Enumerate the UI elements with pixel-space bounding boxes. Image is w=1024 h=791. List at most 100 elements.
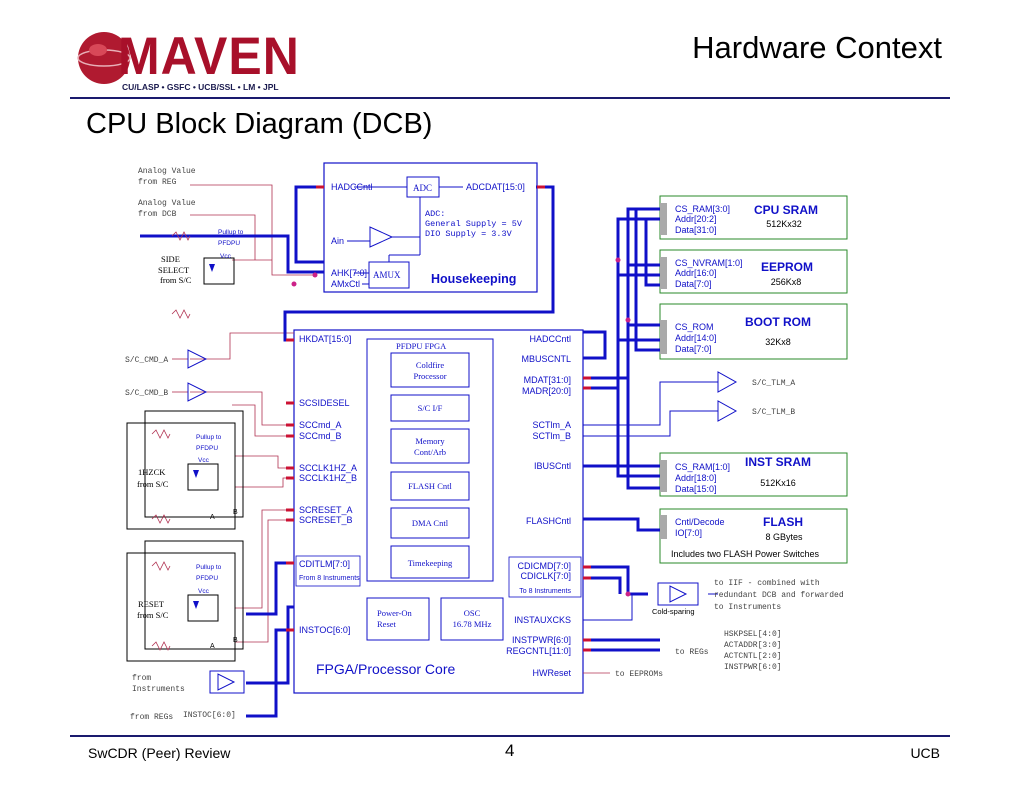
reg-list-2: ACTADDR[3:0] — [724, 641, 782, 650]
pullup-1b: PFDPU — [218, 240, 240, 247]
eeprom-line-2: Addr[16:0] — [675, 268, 717, 278]
hk-adc-label: ADC — [413, 183, 432, 193]
header-rule — [70, 97, 950, 99]
boot-rom-line-1: CS_ROM — [675, 322, 714, 332]
iif-note-1: to IIF - combined with — [714, 579, 820, 588]
boot-rom-size: 32Kx8 — [765, 337, 791, 347]
resistor-icon-1 — [171, 231, 191, 241]
footer-right: UCB — [910, 745, 940, 761]
cold-sparing-label: Cold-sparing — [652, 607, 695, 616]
sc-tlm-b-buffer-icon — [717, 400, 738, 422]
cpu-sram-name: CPU SRAM — [754, 203, 818, 217]
pin-scsidesel: SCSIDESEL — [299, 398, 350, 408]
hk-adcdat-label: ADCDAT[15:0] — [466, 182, 525, 192]
pin-screset-b: SCRESET_B — [299, 515, 353, 525]
hk-ahk-label: AHK[7:0] — [331, 268, 367, 278]
pin-ibuscntl: IBUSCntl — [534, 461, 571, 471]
pin-from8: From 8 Instruments — [299, 575, 360, 582]
hzck-diode-icon — [193, 470, 199, 478]
reset-optocoupler-icon — [187, 594, 219, 622]
cpu-sram-line-1: CS_RAM[3:0] — [675, 204, 730, 214]
cold-sparing-buffer-icon — [669, 585, 688, 603]
reset-b-label: B — [233, 637, 238, 644]
resistor-icon-5 — [151, 561, 171, 571]
pin-hadccntl: HADCCntl — [529, 334, 571, 344]
inst-sram-line-2: Addr[18:0] — [675, 473, 717, 483]
sc-tlm-a-buffer-icon — [717, 371, 738, 393]
timekeeping-label: Timekeeping — [408, 558, 453, 568]
pin-cdiclk: CDICLK[7:0] — [520, 571, 571, 581]
flash-cntl-label: FLASH Cntl — [408, 481, 452, 491]
slide-title: Hardware Context — [692, 30, 942, 65]
maven-logo-subtext: CU/LASP • GSFC • UCB/SSL • LM • JPL — [122, 82, 279, 92]
pullup-2b: PFDPU — [196, 445, 218, 452]
pin-scclk-a: SCCLK1HZ_A — [299, 463, 357, 473]
hzck-a-label: A — [210, 514, 215, 521]
side-select-diode-icon — [209, 264, 215, 272]
pfdpu-fpga-box — [366, 338, 494, 582]
iif-note-3: to Instruments — [714, 603, 781, 612]
pin-to8: To 8 Instruments — [519, 588, 571, 595]
inst-sram-line-1: CS_RAM[1:0] — [675, 462, 730, 472]
analog-reg-1: Analog Value — [138, 167, 196, 176]
hk-amxctl-label: AMxCtl — [331, 279, 360, 289]
pin-sctlm-a: SCTlm_A — [532, 420, 571, 430]
vcc-2: Vcc — [198, 457, 210, 464]
flash-size: 8 GBytes — [765, 532, 803, 542]
pin-instauxcks: INSTAUXCKS — [514, 615, 571, 625]
pin-scclk-b: SCCLK1HZ_B — [299, 473, 357, 483]
sc-if-label: S/C I/F — [418, 403, 443, 413]
side-select-2: SELECT — [158, 265, 190, 275]
pin-flashcntl: FLASHCntl — [526, 516, 571, 526]
tlm-b-label: S/C_TLM_B — [752, 408, 795, 417]
hk-adc-note-1: ADC: — [425, 209, 445, 219]
side-select-1: SIDE — [161, 254, 180, 264]
osc-label-1: OSC — [464, 608, 481, 618]
hk-ain-label: Ain — [331, 236, 344, 246]
page-number: 4 — [505, 741, 515, 760]
cpu-sram-line-2: Addr[20:2] — [675, 214, 717, 224]
coldfire-label-1: Coldfire — [416, 360, 445, 370]
eeprom-name: EEPROM — [761, 260, 813, 274]
housekeeping-title: Housekeeping — [431, 272, 516, 286]
instrument-buffer-icon — [217, 673, 236, 691]
reg-list-1: HSKPSEL[4:0] — [724, 630, 782, 639]
instoc-in-label: INSTOC[6:0] — [183, 711, 236, 720]
vcc-1: Vcc — [220, 253, 232, 260]
eeprom-size: 256Kx8 — [771, 277, 802, 287]
memory-cont-label-2: Cont/Arb — [414, 447, 446, 457]
hzck-label-2: from S/C — [137, 479, 169, 489]
pin-sctlm-b: SCTlm_B — [532, 431, 571, 441]
flash-name: FLASH — [763, 515, 803, 529]
maven-logo-globe — [77, 32, 131, 84]
boot-rom-line-3: Data[7:0] — [675, 344, 712, 354]
cpu-sram-size: 512Kx32 — [766, 219, 802, 229]
pin-madr: MADR[20:0] — [522, 386, 571, 396]
power-on-label-1: Power-On — [377, 608, 413, 618]
memory-cont-label-1: Memory — [415, 436, 445, 446]
reset-a-label: A — [210, 643, 215, 650]
pullup-1a: Pullup to — [218, 229, 244, 236]
reset-label-2: from S/C — [137, 610, 169, 620]
side-select-opto-box — [203, 257, 235, 285]
hk-adc-note-2: General Supply = 5V — [425, 219, 523, 229]
hzck-label-1: 1HZCK — [138, 467, 166, 477]
pin-screset-a: SCRESET_A — [299, 505, 353, 515]
flash-cntl-block — [390, 471, 470, 501]
maven-logo-text: MAVEN — [118, 26, 300, 86]
dma-cntl-label: DMA Cntl — [412, 518, 449, 528]
sc-cmd-a-label: S/C_CMD_A — [125, 356, 168, 365]
pin-regcntl: REGCNTL[11:0] — [506, 646, 571, 656]
pullup-3a: Pullup to — [196, 564, 222, 571]
pin-mdat: MDAT[31:0] — [524, 375, 571, 385]
osc-block — [440, 597, 504, 641]
from-instruments-2: Instruments — [132, 685, 185, 694]
fpga-core-title: FPGA/Processor Core — [316, 661, 455, 677]
hzck-optocoupler-icon — [187, 463, 219, 491]
pullup-3b: PFDPU — [196, 575, 218, 582]
pin-hkdat: HKDAT[15:0] — [299, 334, 351, 344]
pin-cditlm: CDITLM[7:0] — [299, 559, 350, 569]
power-on-reset-block — [366, 597, 430, 641]
from-regs-label: from REGs — [130, 713, 173, 722]
